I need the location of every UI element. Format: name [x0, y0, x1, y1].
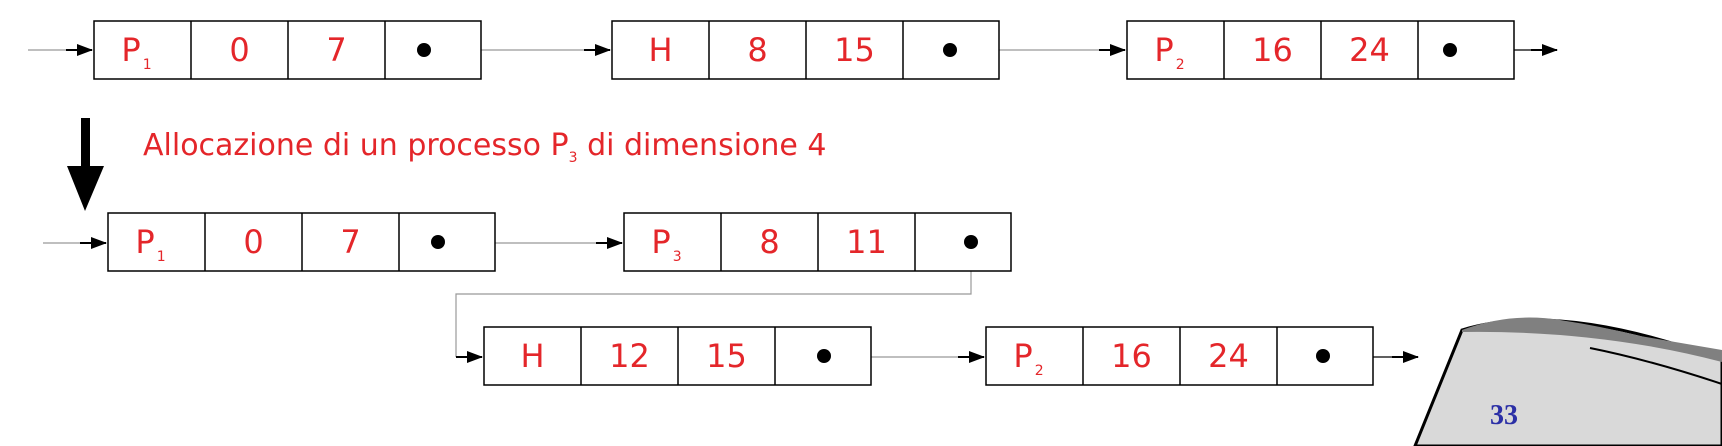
- node-start: 12: [609, 337, 650, 375]
- pointer-dot: [943, 43, 957, 57]
- node-end: 11: [846, 223, 887, 261]
- node-start: 0: [229, 31, 249, 69]
- node-end: 24: [1349, 31, 1390, 69]
- node-start: 16: [1111, 337, 1152, 375]
- node-end: 15: [706, 337, 747, 375]
- node-label: H: [520, 337, 544, 375]
- page-curl-shadow: [1462, 317, 1722, 362]
- node-start: 8: [747, 31, 767, 69]
- node-end: 7: [326, 31, 346, 69]
- list-node: H 12 15: [483, 326, 872, 386]
- page-curl: [1413, 318, 1722, 446]
- node-end: 24: [1208, 337, 1249, 375]
- list-node: H 8 15: [611, 20, 1000, 80]
- pointer-dot: [431, 235, 445, 249]
- down-arrow-head: [67, 166, 104, 211]
- caption-prefix: Allocazione di un processo P: [143, 128, 569, 163]
- pointer-dot: [1443, 43, 1457, 57]
- node-end: 15: [834, 31, 875, 69]
- caption-subscript: 3: [568, 150, 578, 166]
- pointer-dot: [1316, 349, 1330, 363]
- node-start: 0: [243, 223, 263, 261]
- node-end: 7: [340, 223, 360, 261]
- pointer-dot: [817, 349, 831, 363]
- node-label: H: [648, 31, 672, 69]
- pointer-dot: [964, 235, 978, 249]
- caption-suffix: di dimensione 4: [577, 128, 827, 163]
- allocation-caption: Allocazione di un processo P3 di dimensi…: [143, 128, 826, 166]
- pointer-dot: [417, 43, 431, 57]
- page-number: 33: [1490, 400, 1518, 431]
- node-start: 8: [759, 223, 779, 261]
- page-curl-edge: [1589, 347, 1722, 385]
- node-start: 16: [1252, 31, 1293, 69]
- down-arrow-shaft: [81, 118, 90, 172]
